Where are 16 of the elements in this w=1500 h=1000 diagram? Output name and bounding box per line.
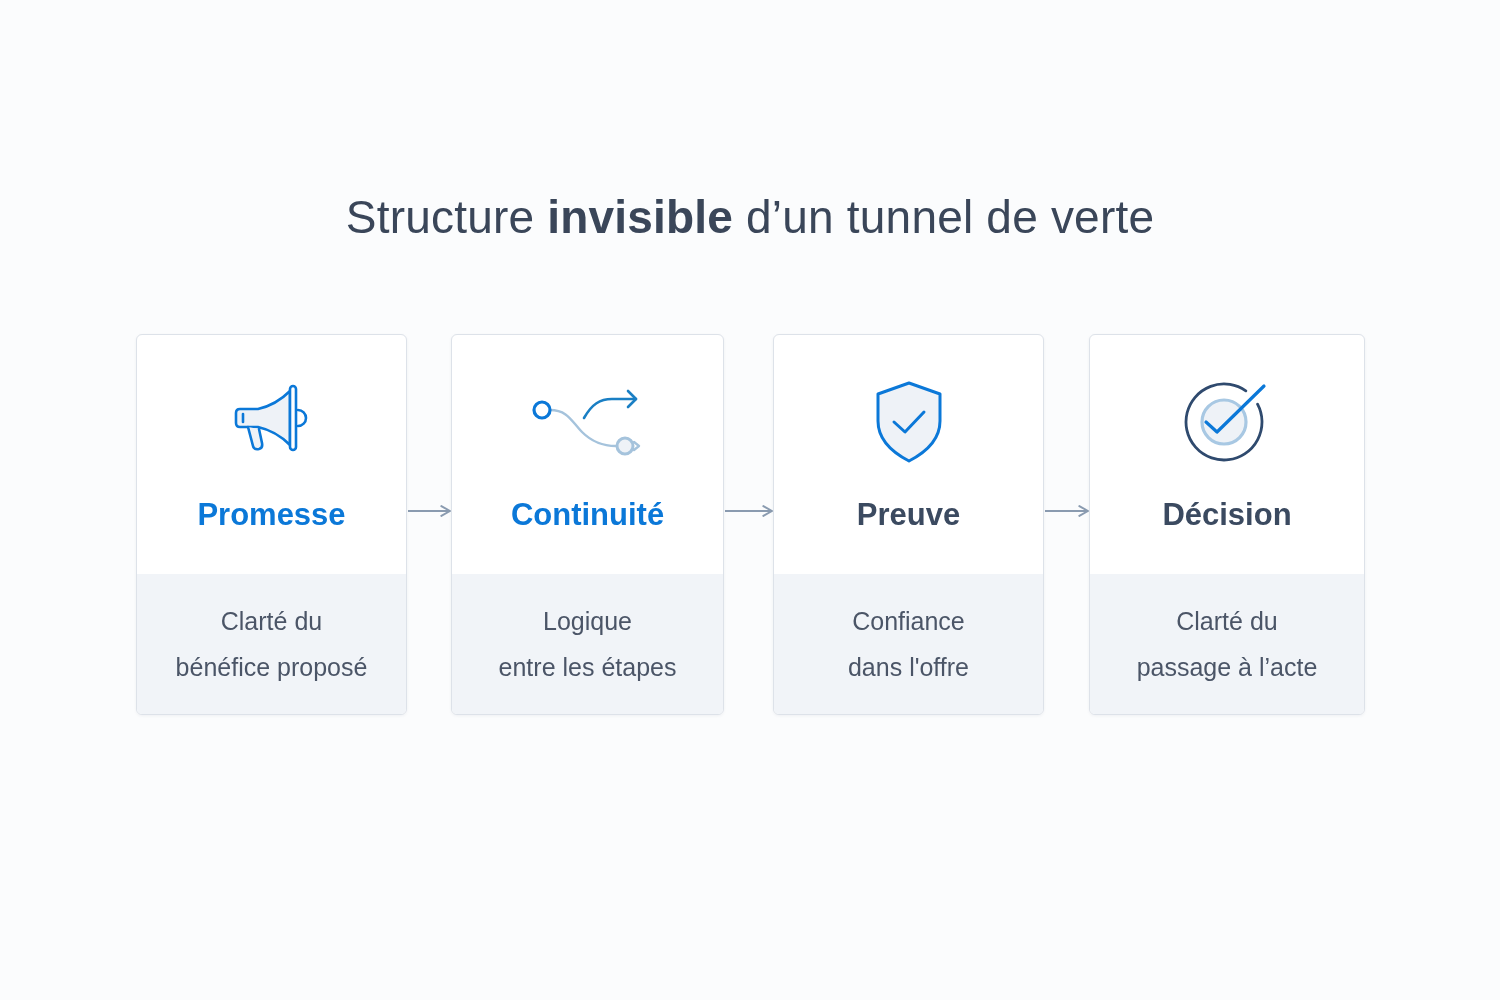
diagram-title: Structure invisible d’un tunnel de verte xyxy=(345,190,1155,245)
step-card xyxy=(773,334,1044,715)
step-title: Promesse xyxy=(197,496,346,534)
description-text: Confiance dans l'offre xyxy=(847,606,970,683)
step-card xyxy=(136,334,407,715)
arrow xyxy=(1044,505,1089,517)
step-title: Preuve xyxy=(856,496,961,534)
step-card xyxy=(451,334,724,715)
arrow xyxy=(724,505,773,517)
description-text: Logique entre les étapes xyxy=(498,606,677,683)
step-title: Continuité xyxy=(510,496,665,534)
description-text: Clarté du passage à l’acte xyxy=(1136,606,1318,683)
step-card xyxy=(1089,334,1365,715)
description-text: Clarté du bénéfice proposé xyxy=(175,606,368,683)
step-title: Décision xyxy=(1162,496,1292,534)
arrow xyxy=(407,505,451,517)
